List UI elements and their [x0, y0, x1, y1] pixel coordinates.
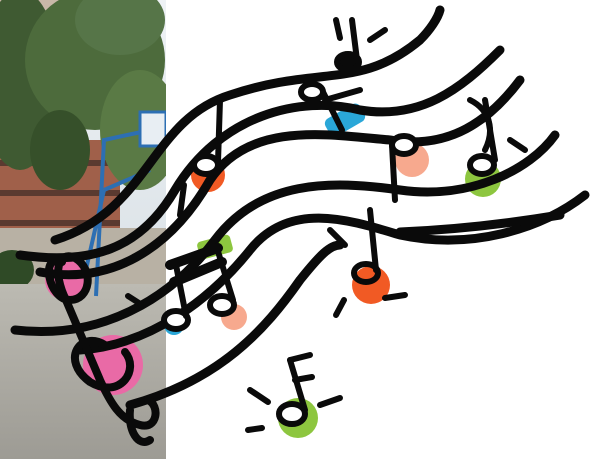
staff-lines [10, 5, 590, 410]
quarter-note-icon [177, 97, 223, 218]
eighth-note-icon [333, 17, 388, 73]
staff-line-1 [50, 5, 445, 245]
staff-line-2 [15, 45, 505, 263]
staff-line-3 [35, 75, 525, 280]
beamed-notes-icon [298, 81, 363, 133]
eighth-note-icon [389, 97, 528, 203]
notes [125, 17, 528, 433]
staff-line-4 [10, 130, 560, 336]
beamed-notes-icon [125, 242, 237, 332]
hoop-backboard [138, 110, 166, 148]
treble-clef-icon [44, 252, 160, 446]
staff-line-6 [125, 240, 345, 410]
quarter-note-icon [327, 207, 408, 318]
eighth-note-icon [245, 352, 343, 433]
staff-line-7 [395, 210, 565, 237]
